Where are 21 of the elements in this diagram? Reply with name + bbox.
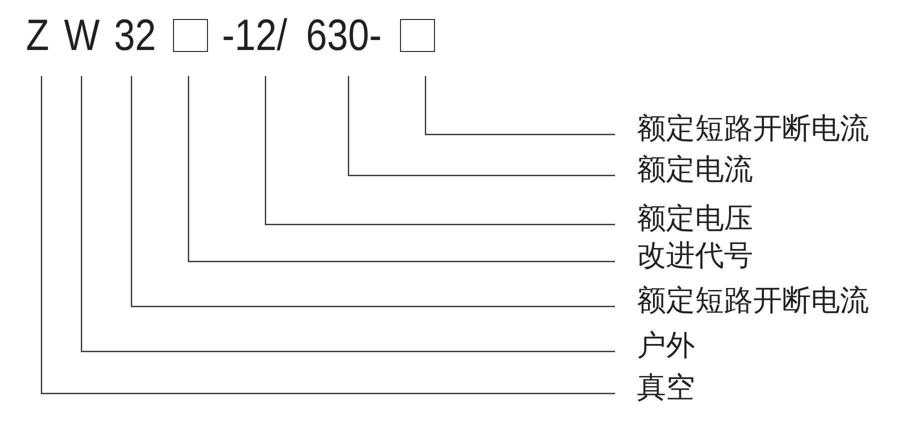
leader-line <box>264 76 615 226</box>
leader-line <box>188 76 615 262</box>
leader-line <box>348 76 615 176</box>
code-label: W <box>64 14 100 58</box>
code-label: 630- <box>306 14 382 58</box>
code-label: -12/ <box>222 14 288 58</box>
meaning-label: 额定短路开断电流 <box>637 113 869 145</box>
code-label: Z <box>26 14 50 58</box>
meaning-label: 额定电压 <box>637 203 753 235</box>
blank-square <box>173 19 208 52</box>
code-label: 32 <box>114 14 156 58</box>
leader-line <box>424 76 615 136</box>
leader-line <box>80 76 615 352</box>
leader-line <box>130 76 615 308</box>
blank-square <box>400 19 435 52</box>
meaning-label: 户外 <box>637 330 695 362</box>
meaning-label: 真空 <box>637 372 695 404</box>
meaning-label: 额定短路开断电流 <box>637 285 869 317</box>
leader-line <box>40 76 615 394</box>
meaning-label: 改进代号 <box>637 240 753 272</box>
meaning-label: 额定电流 <box>637 154 753 186</box>
